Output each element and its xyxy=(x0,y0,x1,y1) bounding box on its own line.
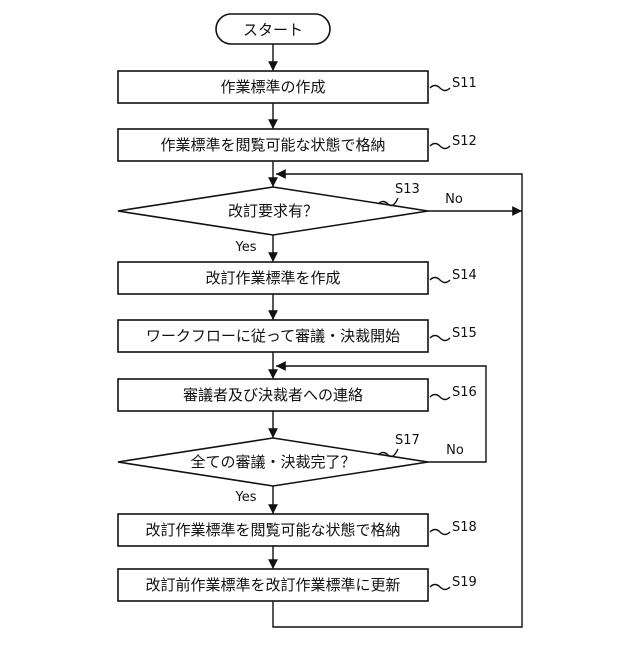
step-s12-id: S12 xyxy=(452,134,477,149)
step-s15-text: ワークフローに従って審議・決裁開始 xyxy=(146,327,400,345)
s13-yes-label: Yes xyxy=(235,240,257,255)
step-s14-id: S14 xyxy=(452,268,477,283)
s15-leader xyxy=(430,336,450,341)
s12-leader xyxy=(430,144,450,149)
step-s14-text: 改訂作業標準を作成 xyxy=(205,269,340,287)
step-s11-id: S11 xyxy=(452,76,477,91)
s17-yes-label: Yes xyxy=(235,490,257,505)
step-s18-id: S18 xyxy=(452,520,477,535)
step-s12-text: 作業標準を閲覧可能な状態で格納 xyxy=(160,136,385,154)
s19-leader xyxy=(430,585,450,590)
s14-leader xyxy=(430,278,450,283)
step-s17-id: S17 xyxy=(395,433,420,448)
decision-s17-text: 全ての審議・決裁完了？ xyxy=(190,453,355,471)
s17-no-label: No xyxy=(446,443,464,458)
step-s16-id: S16 xyxy=(452,385,477,400)
step-s19-id: S19 xyxy=(452,575,477,590)
step-s11-text: 作業標準の作成 xyxy=(220,78,325,96)
step-s19-text: 改訂前作業標準を改訂作業標準に更新 xyxy=(145,576,400,594)
step-s18-text: 改訂作業標準を閲覧可能な状態で格納 xyxy=(145,521,400,539)
s18-leader xyxy=(430,530,450,535)
s13-no-label: No xyxy=(445,192,463,207)
s16-leader xyxy=(430,395,450,400)
step-s15-id: S15 xyxy=(452,326,477,341)
step-s16-text: 審議者及び決裁者への連絡 xyxy=(183,386,363,404)
decision-s13-text: 改訂要求有？ xyxy=(228,202,318,220)
start-label: スタート xyxy=(243,21,303,39)
step-s13-id: S13 xyxy=(395,182,420,197)
s11-leader xyxy=(430,86,450,91)
